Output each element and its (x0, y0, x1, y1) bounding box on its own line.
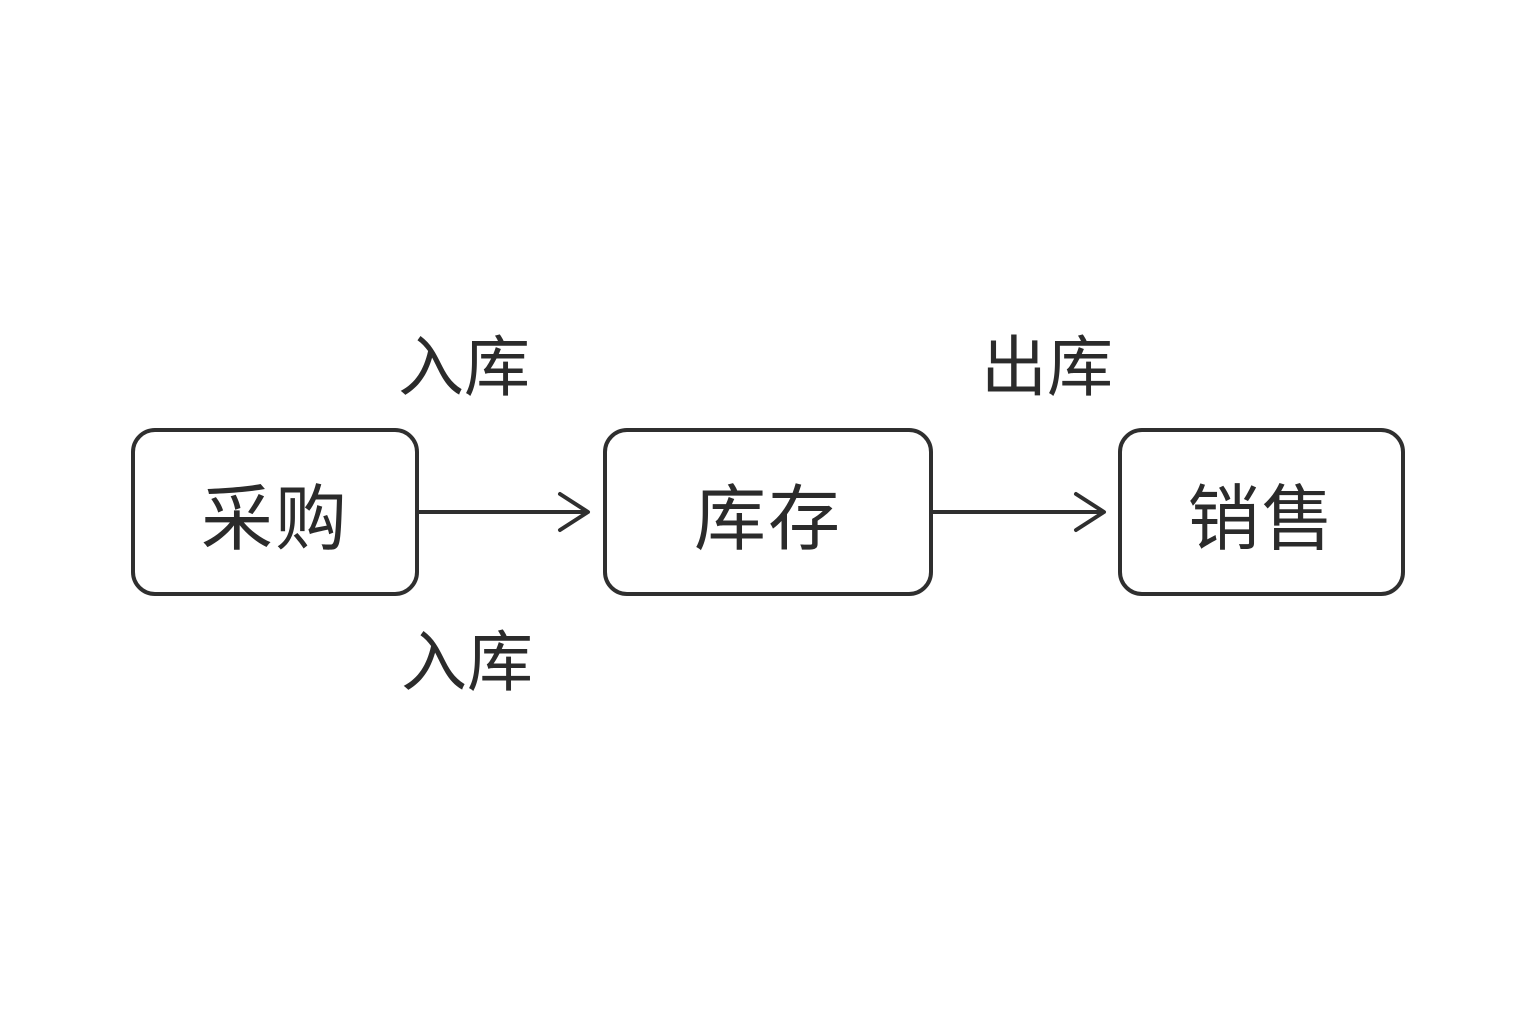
node-sales: 销售 (1118, 428, 1405, 596)
node-purchase-label: 采购 (200, 476, 349, 561)
node-inventory-label: 库存 (693, 476, 842, 561)
arrow-purchase-to-inventory (417, 492, 590, 532)
edge-label-inbound-top: 入库 (398, 329, 530, 406)
edge-label-inbound-bottom: 入库 (401, 624, 533, 701)
node-sales-label: 销售 (1187, 476, 1336, 561)
arrow-inventory-to-sales (931, 492, 1106, 532)
node-purchase: 采购 (131, 428, 419, 596)
node-inventory: 库存 (603, 428, 933, 596)
edge-label-outbound: 出库 (981, 329, 1113, 406)
